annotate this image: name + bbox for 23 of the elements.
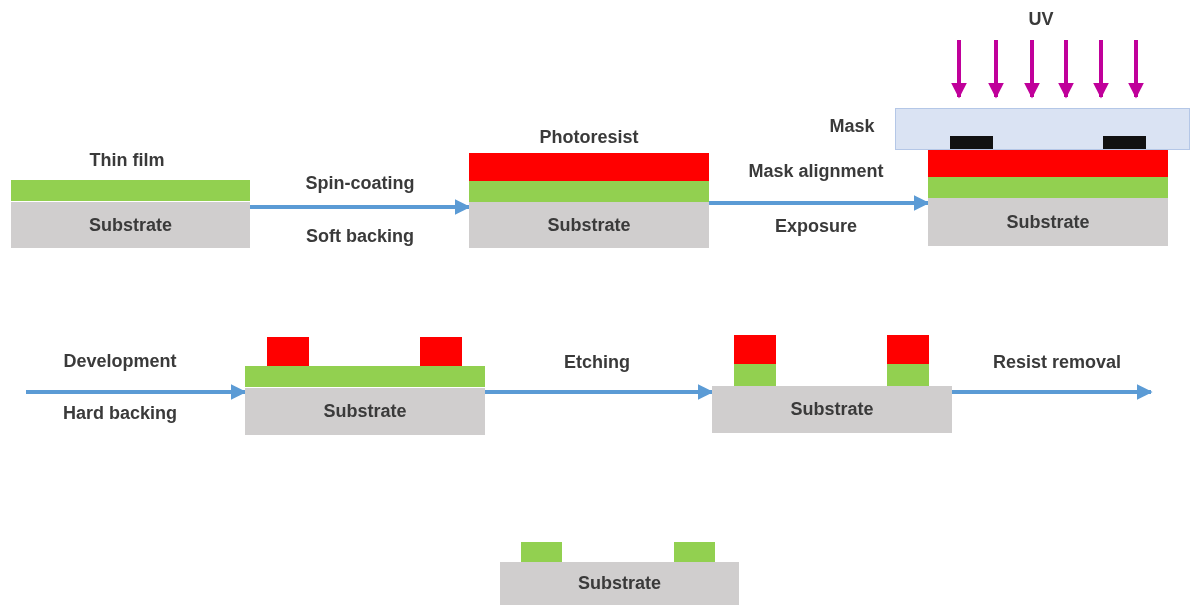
- layer-label: Photoresist: [539, 126, 639, 148]
- uv-label: UV: [1028, 8, 1054, 30]
- substrate-layer: Substrate: [712, 386, 952, 433]
- layer-label: Thin film: [89, 149, 165, 171]
- mask-label: Mask: [829, 115, 875, 137]
- step-label: Etching: [564, 351, 630, 373]
- substrate-layer: Substrate: [245, 388, 485, 435]
- step-label: Soft backing: [306, 225, 414, 247]
- substrate-layer: Substrate: [11, 202, 250, 248]
- process-arrow: [709, 195, 930, 211]
- step-label: Resist removal: [992, 351, 1122, 373]
- step-label: Development: [63, 350, 177, 372]
- process-arrow: [250, 199, 471, 215]
- step-label: Mask alignment: [748, 160, 884, 182]
- step-label: Hard backing: [63, 402, 177, 424]
- substrate-layer: Substrate: [500, 562, 739, 605]
- process-arrow: [485, 384, 714, 400]
- step-label: Exposure: [775, 215, 857, 237]
- substrate-layer: Substrate: [928, 198, 1168, 246]
- process-arrow: [952, 384, 1153, 400]
- substrate-layer: Substrate: [469, 202, 709, 248]
- process-arrow: [26, 384, 247, 400]
- step-label: Spin-coating: [305, 172, 415, 194]
